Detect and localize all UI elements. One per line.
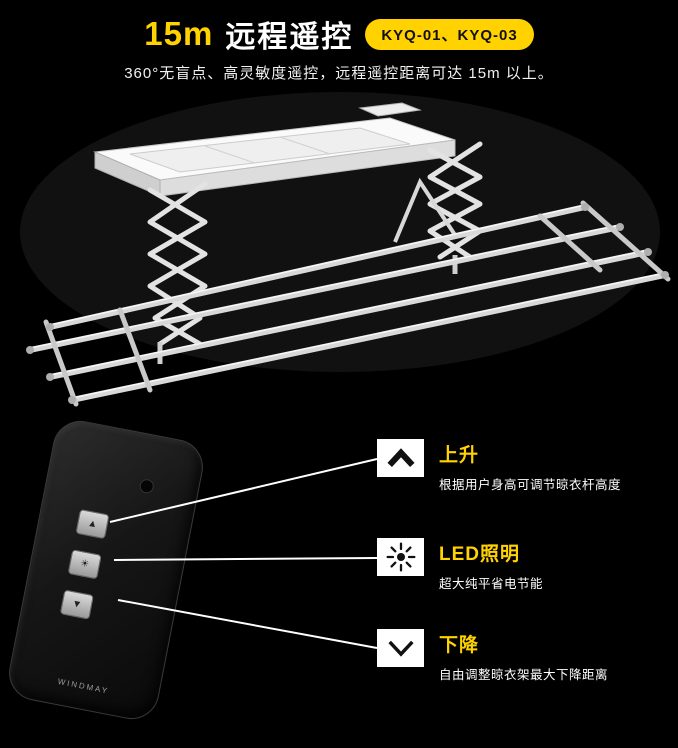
ir-led-icon [138, 478, 155, 495]
rod-endcaps [26, 203, 669, 404]
ceiling-mount [358, 102, 422, 117]
feature-led-title: LED照明 [439, 544, 521, 565]
feature-up-title: 上升 [439, 445, 480, 466]
feature-down: 下降 自由调整晾衣架最大下降距离 [377, 629, 667, 683]
chevron-up-icon [377, 439, 424, 477]
up-arrow-icon: ▲ [86, 517, 99, 530]
feature-led: LED照明 超大纯平省电节能 [377, 538, 667, 592]
sun-icon [377, 538, 424, 576]
title-highlight: 15m [144, 15, 214, 52]
remote-up-button: ▲ [75, 508, 110, 540]
rod-crossbars [43, 200, 671, 407]
panel-divider [279, 136, 331, 155]
drying-rods [27, 204, 668, 403]
model-badge: KYQ-01、KYQ-03 [365, 18, 534, 50]
feature-down-title: 下降 [439, 635, 480, 656]
machine-panel [129, 127, 411, 173]
title-text: 远程遥控 [225, 21, 354, 54]
down-arrow-icon: ▼ [71, 597, 83, 611]
feature-down-description: 自由调整晾衣架最大下降距离 [439, 668, 609, 682]
remote-down-button: ▼ [59, 589, 94, 620]
subtitle: 360°无盲点、高灵敏度遥控，远程遥控距离可达 15m 以上。 [124, 65, 554, 82]
remote-control: ▲ ☀ ▼ WINDMAY [4, 416, 208, 724]
feature-up: 上升 根据用户身高可调节晾衣杆高度 [377, 439, 667, 493]
center-support [393, 177, 457, 243]
feature-led-description: 超大纯平省电节能 [439, 577, 544, 591]
page-title: 15m 远程遥控 KYQ-01、KYQ-03 [144, 12, 534, 56]
drying-rack-illustration [20, 92, 671, 407]
remote-brand-label: WINDMAY [56, 676, 110, 696]
light-icon: ☀ [79, 557, 91, 571]
chevron-down-icon [377, 629, 424, 667]
panel-divider [204, 145, 256, 164]
feature-up-description: 根据用户身高可调节晾衣杆高度 [439, 478, 622, 492]
remote-light-button: ☀ [67, 549, 102, 580]
header: 15m 远程遥控 KYQ-01、KYQ-03 [0, 12, 678, 56]
